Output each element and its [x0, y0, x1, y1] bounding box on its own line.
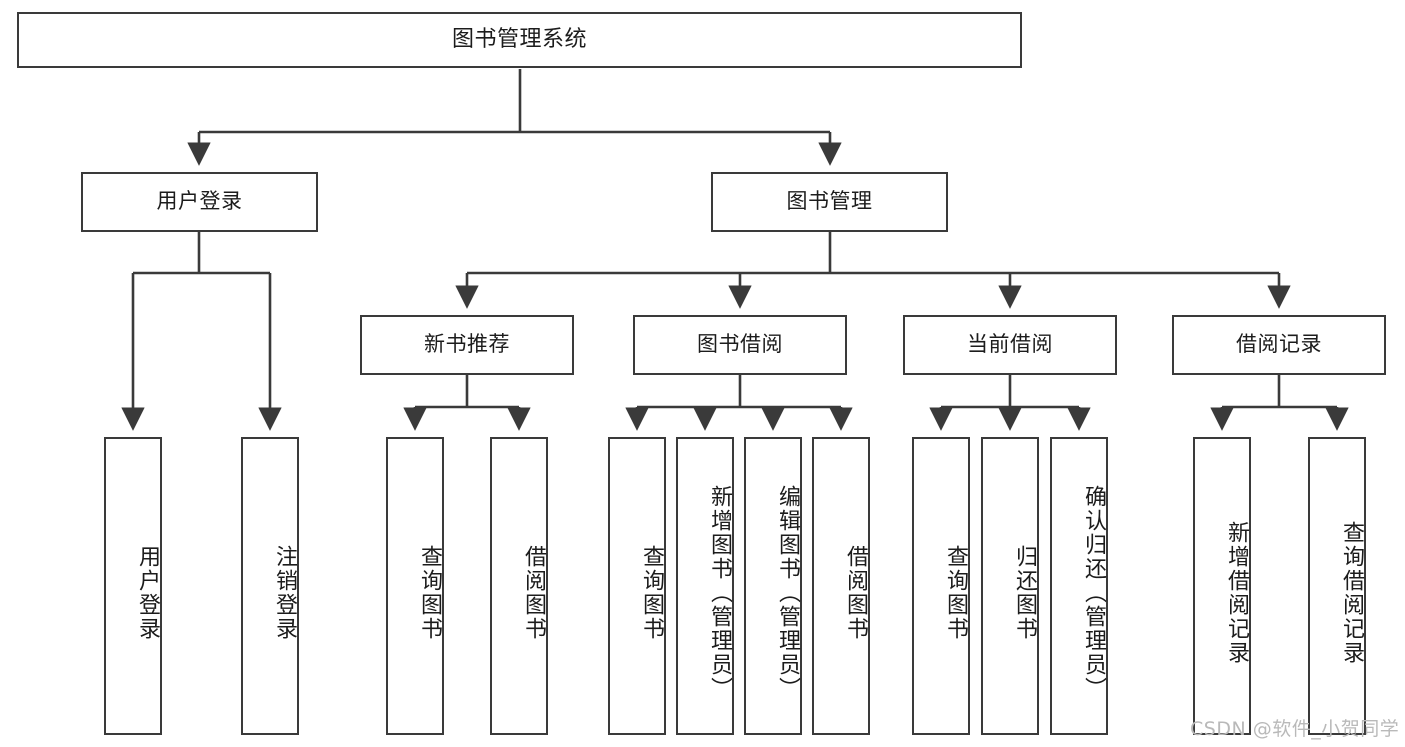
leaf-query-book-borrow[interactable]: 查询图书 — [608, 437, 666, 735]
leaf-confirm-return-admin[interactable]: 确认归还（管理员） — [1050, 437, 1108, 735]
node-root[interactable]: 图书管理系统 — [17, 12, 1022, 68]
leaf-query-book-current[interactable]: 查询图书 — [912, 437, 970, 735]
leaf-borrow-book-recommend[interactable]: 借阅图书 — [490, 437, 548, 735]
node-book-borrow[interactable]: 图书借阅 — [633, 315, 847, 375]
leaf-query-book-recommend[interactable]: 查询图书 — [386, 437, 444, 735]
leaf-user-login[interactable]: 用户登录 — [104, 437, 162, 735]
leaf-return-book[interactable]: 归还图书 — [981, 437, 1039, 735]
node-book-management[interactable]: 图书管理 — [711, 172, 948, 232]
node-user-login[interactable]: 用户登录 — [81, 172, 318, 232]
leaf-add-borrow-record[interactable]: 新增借阅记录 — [1193, 437, 1251, 735]
node-new-book-recommend[interactable]: 新书推荐 — [360, 315, 574, 375]
leaf-add-book-admin[interactable]: 新增图书（管理员） — [676, 437, 734, 735]
node-borrow-records[interactable]: 借阅记录 — [1172, 315, 1386, 375]
node-current-borrow[interactable]: 当前借阅 — [903, 315, 1117, 375]
leaf-logout[interactable]: 注销登录 — [241, 437, 299, 735]
leaf-edit-book-admin[interactable]: 编辑图书（管理员） — [744, 437, 802, 735]
leaf-borrow-book[interactable]: 借阅图书 — [812, 437, 870, 735]
leaf-query-borrow-record[interactable]: 查询借阅记录 — [1308, 437, 1366, 735]
csdn-watermark: CSDN @软件_小贺同学 — [1190, 718, 1400, 740]
